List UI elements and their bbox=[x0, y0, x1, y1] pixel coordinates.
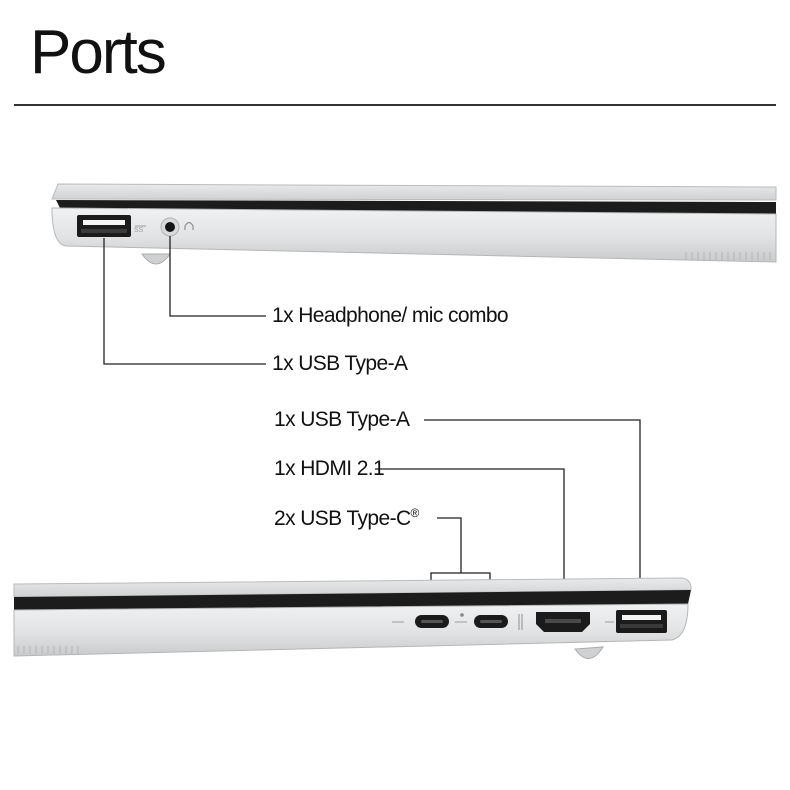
usb-c-leader-stem bbox=[437, 517, 462, 573]
laptop-left-side-illustration: SS bbox=[51, 183, 777, 265]
headphone-icon bbox=[184, 221, 194, 230]
usb-c-port-2 bbox=[474, 615, 508, 628]
label-hdmi: 1x HDMI 2.1 bbox=[274, 457, 385, 480]
left-foot bbox=[141, 253, 171, 265]
label-left-usb-type-a: 1x USB Type-A bbox=[272, 352, 408, 375]
laptop-right-side-illustration bbox=[13, 577, 692, 659]
headphone-jack bbox=[160, 217, 180, 237]
label-headphone-mic-combo: 1x Headphone/ mic combo bbox=[272, 304, 509, 327]
svg-text:SS: SS bbox=[134, 227, 144, 234]
left-vent bbox=[685, 252, 771, 260]
left-usb-a-leader-line bbox=[103, 238, 266, 365]
headphone-leader-line bbox=[169, 236, 266, 317]
hdmi-logo-icon bbox=[518, 614, 523, 630]
hdmi-leader-line bbox=[375, 468, 565, 612]
usb-c-port-1 bbox=[415, 615, 449, 628]
right-usb-a-port bbox=[616, 610, 667, 633]
title-divider bbox=[14, 104, 776, 106]
right-vent bbox=[17, 646, 79, 654]
right-foot bbox=[574, 646, 604, 659]
charge-indicator-led bbox=[460, 613, 464, 617]
left-leader-lines bbox=[103, 236, 266, 365]
usb-superspeed-icon: SS bbox=[134, 225, 146, 234]
registered-mark: ® bbox=[410, 506, 420, 520]
hdmi-port bbox=[536, 612, 590, 632]
page-title: Ports bbox=[30, 18, 167, 87]
label-right-usb-type-a: 1x USB Type-A bbox=[274, 408, 410, 431]
label-usb-type-c: 2x USB Type-C® bbox=[274, 507, 419, 529]
left-usb-a-port bbox=[77, 215, 131, 237]
right-usb-a-leader-line bbox=[424, 419, 641, 608]
label-usb-type-c-text: 2x USB Type-C bbox=[274, 507, 411, 530]
